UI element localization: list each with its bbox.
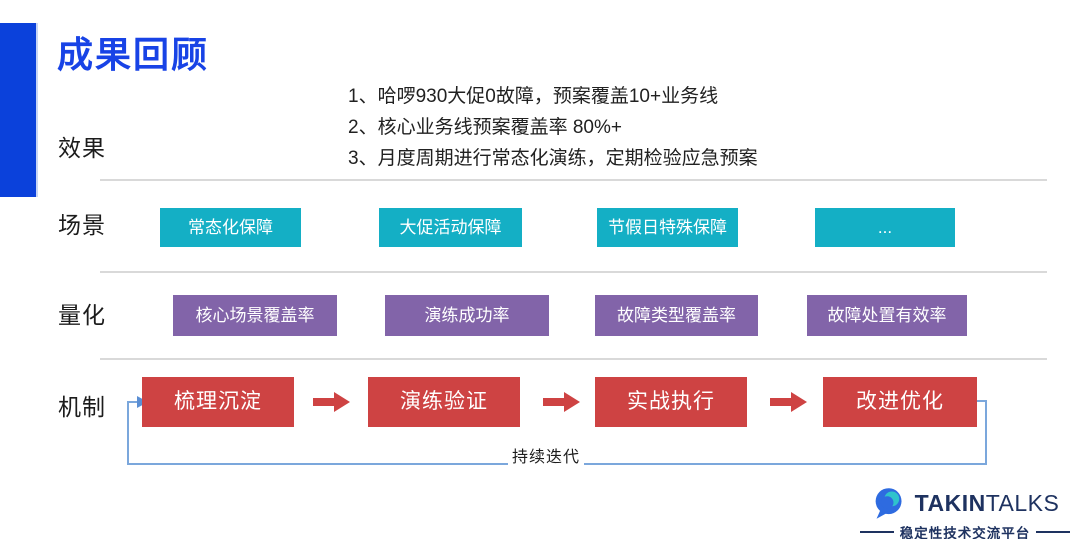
row-label-scenario: 场景 (58, 212, 106, 238)
scenario-chip-more: ... (815, 208, 955, 247)
effect-list: 1、哈啰930大促0故障，预案覆盖10+业务线 2、核心业务线预案覆盖率 80%… (348, 81, 758, 174)
scenario-chip-promo: 大促活动保障 (379, 208, 522, 247)
effect-item-2: 2、核心业务线预案覆盖率 80%+ (348, 117, 622, 138)
row-label-quantify: 量化 (58, 302, 106, 328)
effect-item-3: 3、月度周期进行常态化演练，定期检验应急预案 (348, 148, 758, 169)
mechanism-step-execute: 实战执行 (595, 377, 747, 427)
flow-arrow-icon (543, 392, 580, 412)
row-label-mechanism: 机制 (58, 394, 106, 420)
row-divider (100, 271, 1047, 273)
mechanism-step-drill: 演练验证 (368, 377, 520, 427)
scenario-chip-holiday: 节假日特殊保障 (597, 208, 738, 247)
flow-arrow-icon (313, 392, 350, 412)
takintalks-logo-icon (875, 488, 902, 519)
tagline-dash-right (1036, 531, 1071, 533)
row-divider (100, 358, 1047, 360)
mechanism-step-improve: 改进优化 (823, 377, 977, 427)
quantify-chip-drill-success: 演练成功率 (385, 295, 549, 336)
brand-footer: TAKINTALKS 稳定性技术交流平台 (858, 486, 1072, 539)
scenario-chip-daily: 常态化保障 (160, 208, 301, 247)
effect-item-1: 1、哈啰930大促0故障，预案覆盖10+业务线 (348, 86, 719, 107)
brand-tagline: 稳定性技术交流平台 (899, 526, 1031, 539)
brand-name-bold: TAKIN (914, 489, 986, 516)
row-label-effect: 效果 (58, 135, 106, 161)
brand-name-light: TALKS (985, 489, 1060, 516)
page-title: 成果回顾 (57, 34, 210, 75)
brand-name: TAKINTALKS (915, 490, 1060, 517)
loop-label: 持续迭代 (508, 443, 585, 467)
row-divider (100, 179, 1047, 181)
tagline-dash-left (859, 531, 894, 533)
quantify-chip-fault-handling: 故障处置有效率 (807, 295, 967, 336)
mechanism-step-sort: 梳理沉淀 (142, 377, 294, 427)
flow-arrow-icon (770, 392, 807, 412)
left-accent-bar (0, 23, 38, 197)
quantify-chip-core-coverage: 核心场景覆盖率 (173, 295, 337, 336)
quantify-chip-fault-type-coverage: 故障类型覆盖率 (595, 295, 758, 336)
